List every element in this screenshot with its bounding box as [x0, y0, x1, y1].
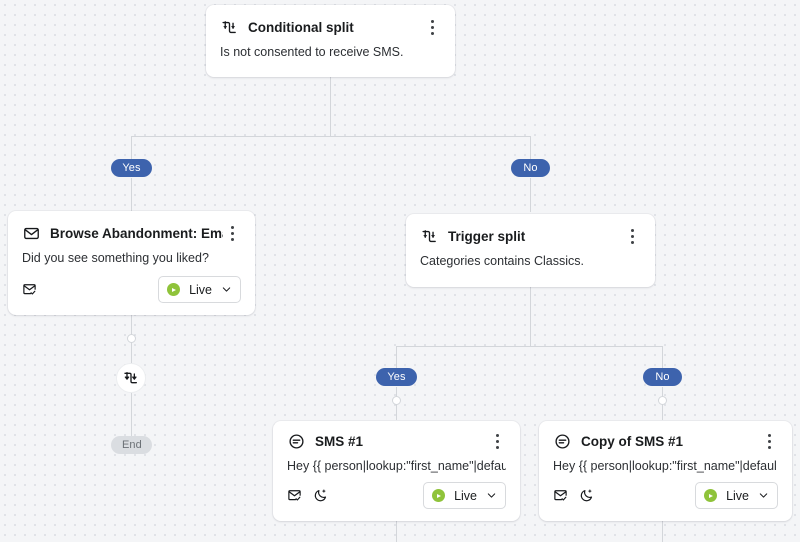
card-footer-icons [22, 282, 37, 297]
card-menu-button[interactable] [623, 226, 641, 246]
envelope-check-icon [22, 282, 37, 297]
connector-split-marker-to-end [131, 393, 132, 436]
add-node-dot-sms[interactable] [392, 396, 401, 405]
card-footer: Live [287, 474, 506, 521]
connector-copy-sms-tail [662, 521, 663, 542]
moon-icon [313, 488, 328, 503]
branch-badge-conditional-no[interactable]: No [511, 159, 550, 177]
add-node-dot-email[interactable] [127, 334, 136, 343]
status-dropdown-live[interactable]: Live [695, 482, 778, 509]
connector-trigger-no-drop [662, 346, 663, 369]
card-header: Copy of SMS #1 [553, 421, 778, 459]
envelope-icon [22, 224, 40, 242]
connector-conditional-stem [330, 77, 331, 136]
connector-yes-to-email [131, 178, 132, 212]
card-description: Did you see something you liked? [22, 251, 209, 265]
add-node-dot-copy-sms[interactable] [658, 396, 667, 405]
node-card-copy-of-sms-1[interactable]: Copy of SMS #1 Hey {{ person|lookup:"fir… [539, 421, 792, 521]
card-footer: Live [22, 268, 241, 315]
card-footer: Live [553, 474, 778, 521]
branch-badge-trigger-no[interactable]: No [643, 368, 682, 386]
card-title: Conditional split [248, 19, 354, 35]
card-description: Hey {{ person|lookup:"first_name"|defaul… [287, 458, 506, 473]
status-label: Live [726, 488, 749, 503]
card-description: Is not consented to receive SMS. [220, 45, 404, 59]
card-footer-icons [287, 488, 328, 503]
chat-bubble-icon [553, 433, 571, 451]
card-menu-button[interactable] [488, 432, 506, 452]
connector-conditional-yes-drop [131, 136, 132, 160]
card-description: Categories contains Classics. [420, 254, 584, 268]
card-title: Copy of SMS #1 [581, 434, 684, 450]
connector-trigger-yes-drop [396, 346, 397, 369]
moon-icon [579, 488, 594, 503]
connector-sms-tail [396, 521, 397, 542]
connector-no-to-trigger [530, 178, 531, 212]
card-header: SMS #1 [287, 421, 506, 459]
split-icon [420, 227, 438, 245]
card-menu-button[interactable] [223, 223, 241, 243]
node-card-conditional-split[interactable]: Conditional split Is not consented to re… [206, 5, 455, 77]
card-title: Trigger split [448, 228, 526, 244]
node-card-trigger-split[interactable]: Trigger split Categories contains Classi… [406, 214, 655, 287]
status-label: Live [189, 282, 212, 297]
chevron-down-icon [486, 490, 497, 501]
envelope-check-icon [553, 488, 568, 503]
card-header: Browse Abandonment: Email... [22, 211, 241, 251]
live-play-icon [704, 489, 718, 502]
branch-badge-trigger-yes[interactable]: Yes [376, 368, 417, 386]
envelope-check-icon [287, 488, 302, 503]
split-icon [220, 18, 238, 36]
status-label: Live [454, 488, 477, 503]
chevron-down-icon [758, 490, 769, 501]
card-menu-button[interactable] [760, 432, 778, 452]
split-marker-node[interactable] [116, 363, 146, 393]
node-card-browse-abandonment-email[interactable]: Browse Abandonment: Email... Did you see… [8, 211, 255, 315]
connector-conditional-no-drop [530, 136, 531, 160]
node-card-sms-1[interactable]: SMS #1 Hey {{ person|lookup:"first_name"… [273, 421, 520, 521]
split-icon [124, 372, 137, 384]
connector-trigger-bar [396, 346, 663, 347]
chat-bubble-icon [287, 433, 305, 451]
card-title: Browse Abandonment: Email... [50, 225, 223, 241]
card-description: Hey {{ person|lookup:"first_name"|defaul… [553, 458, 778, 473]
card-title: SMS #1 [315, 434, 364, 450]
end-badge: End [111, 436, 152, 454]
card-footer-icons [553, 488, 594, 503]
status-dropdown-live[interactable]: Live [158, 276, 241, 303]
card-header: Conditional split [220, 5, 441, 45]
live-play-icon [167, 283, 181, 296]
branch-badge-conditional-yes[interactable]: Yes [111, 159, 152, 177]
live-play-icon [432, 489, 446, 502]
status-dropdown-live[interactable]: Live [423, 482, 506, 509]
chevron-down-icon [221, 284, 232, 295]
card-menu-button[interactable] [423, 17, 441, 37]
connector-trigger-stem [530, 287, 531, 346]
connector-conditional-bar [131, 136, 530, 137]
card-header: Trigger split [420, 214, 641, 254]
